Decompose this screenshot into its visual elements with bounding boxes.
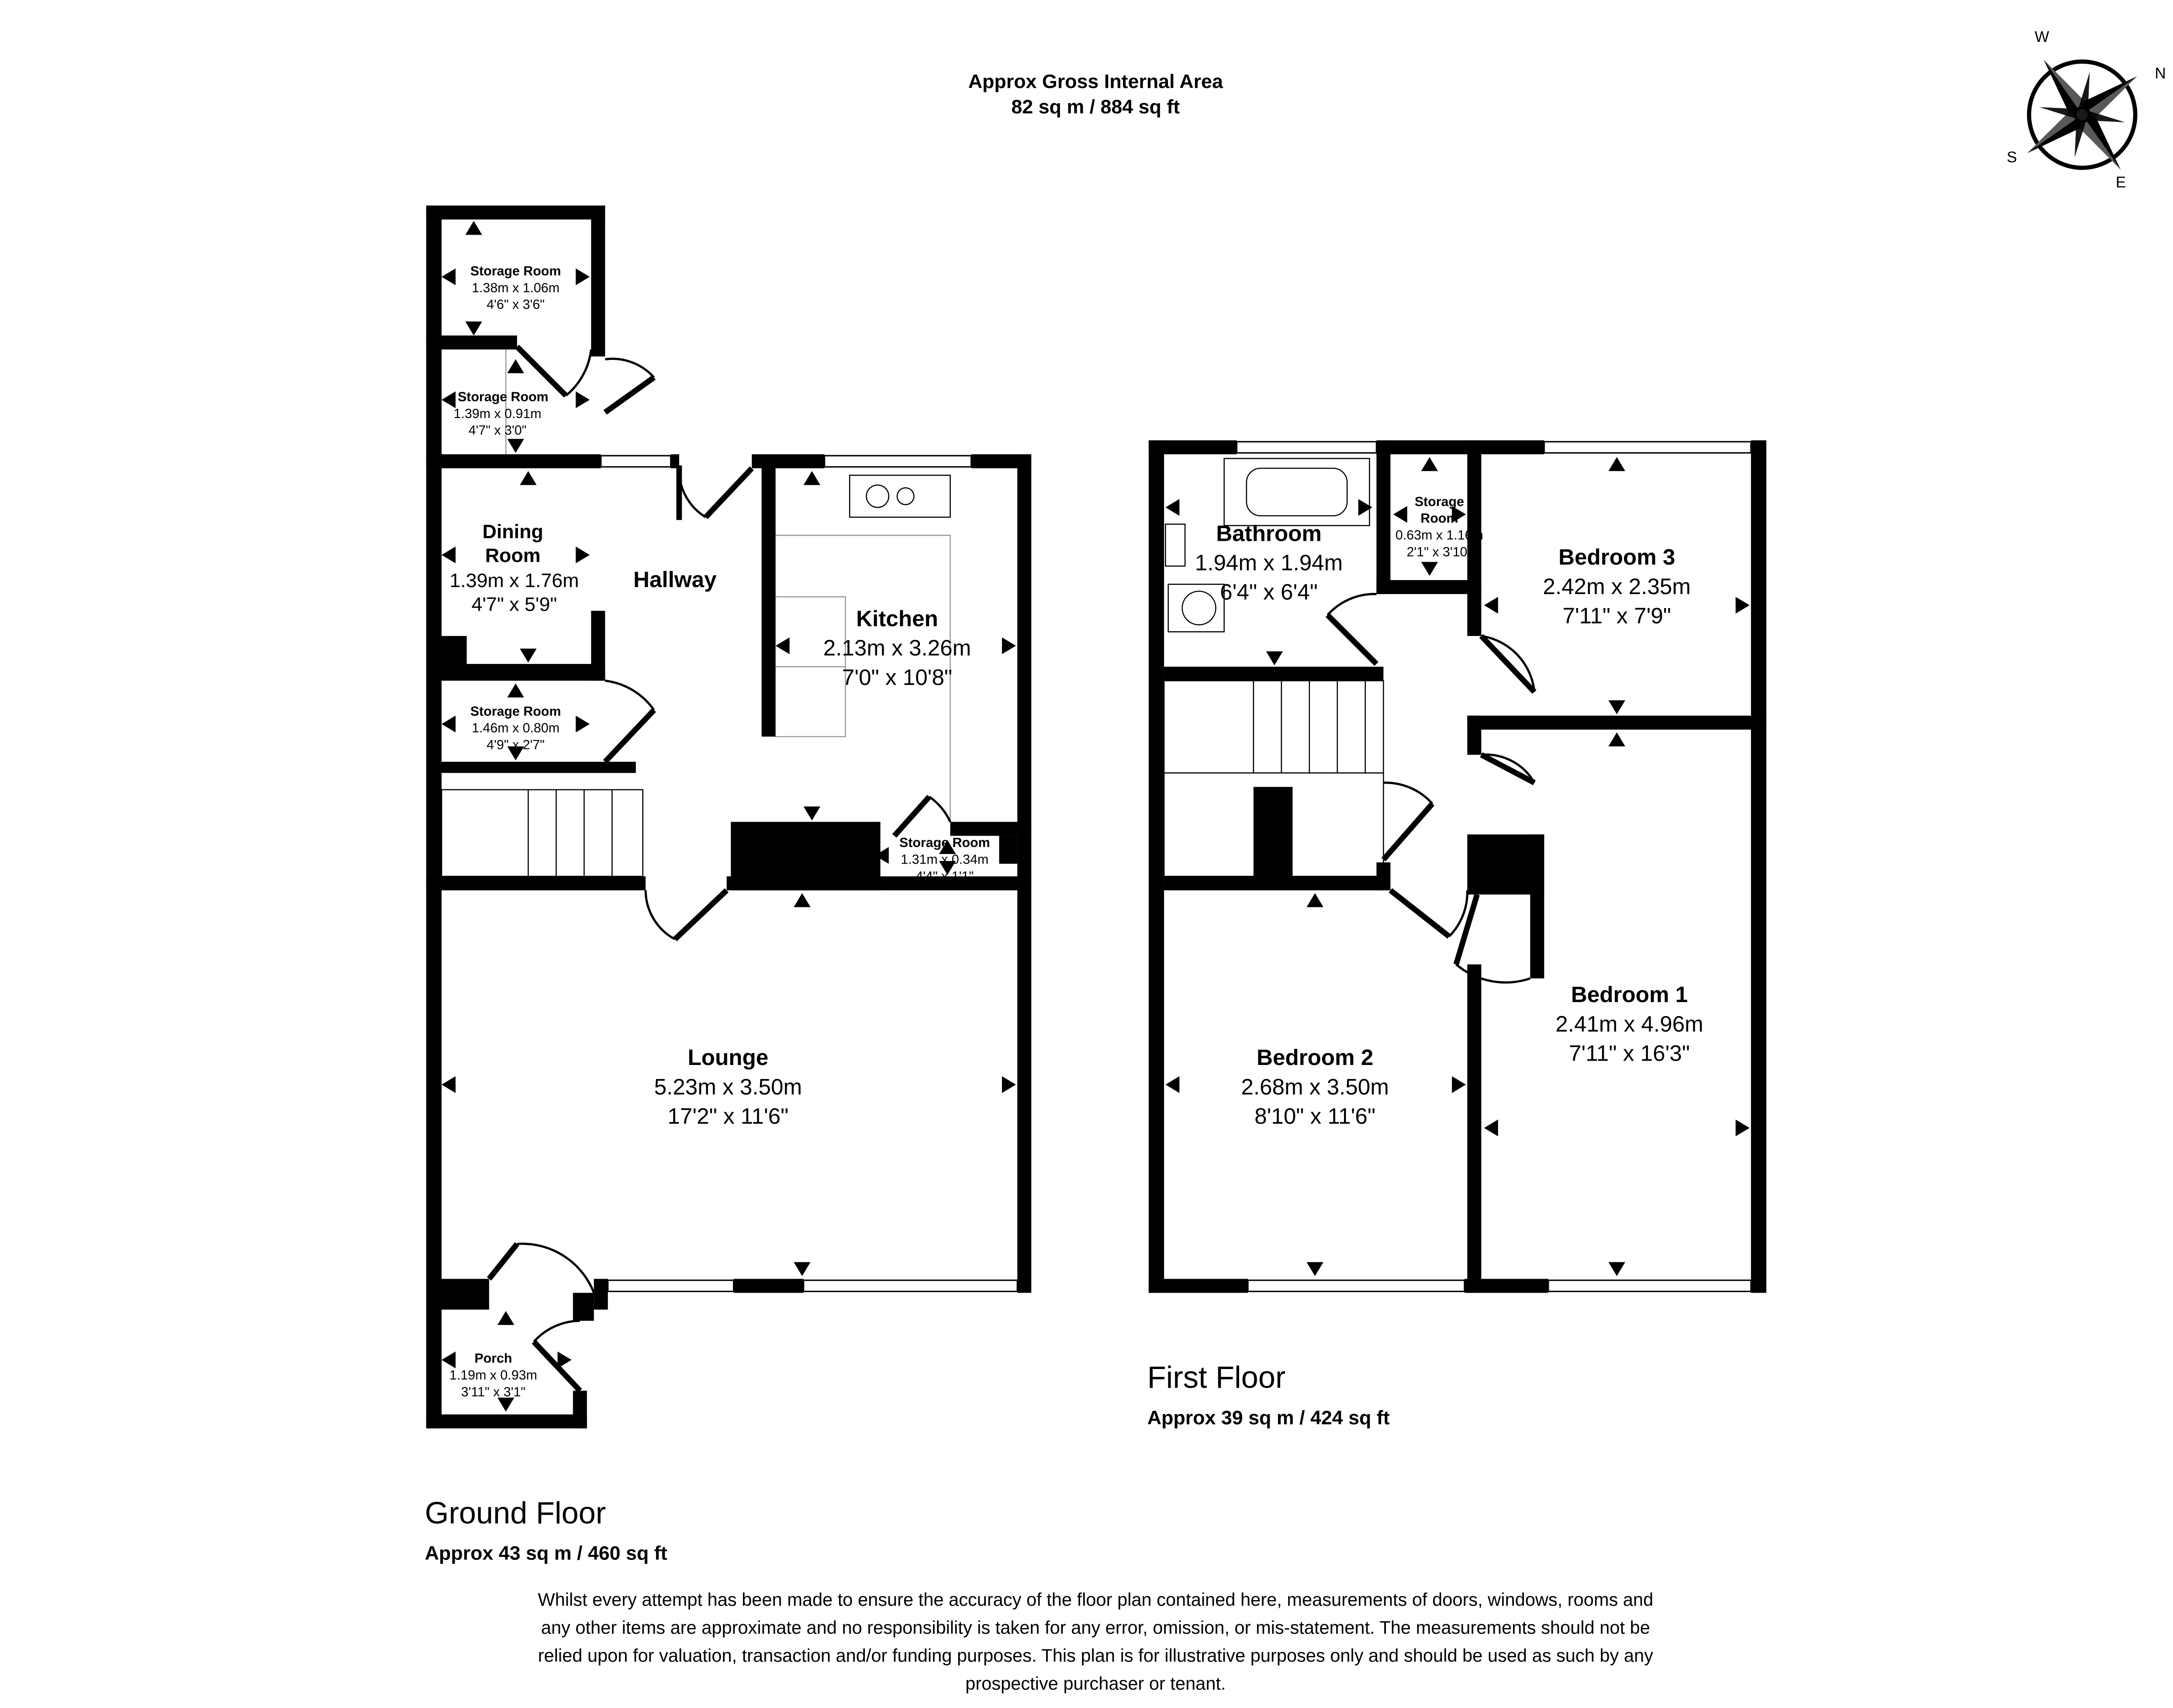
compass-w: W [2035, 28, 2049, 45]
first-floor-doors [1325, 593, 1537, 984]
svg-text:Lounge: Lounge [687, 1045, 768, 1070]
svg-text:Room: Room [485, 544, 541, 566]
svg-text:Kitchen: Kitchen [856, 606, 938, 631]
compass-rose-icon [2027, 59, 2138, 170]
first-floor-label: First Floor [1147, 1360, 1286, 1394]
room-bedroom-3: Bedroom 3 2.42m x 2.35m 7'11" x 7'9" [1543, 545, 1690, 628]
svg-text:7'11" x 16'3": 7'11" x 16'3" [1569, 1041, 1690, 1066]
svg-text:1.39m x 1.76m: 1.39m x 1.76m [449, 570, 579, 591]
svg-text:4'7" x 5'9": 4'7" x 5'9" [471, 593, 557, 615]
svg-text:Bedroom 2: Bedroom 2 [1257, 1045, 1373, 1070]
room-bedroom-2: Bedroom 2 2.68m x 3.50m 8'10" x 11'6" [1241, 1045, 1389, 1128]
room-bedroom-1: Bedroom 1 2.41m x 4.96m 7'11" x 16'3" [1555, 982, 1703, 1065]
svg-text:4'7" x 3'0": 4'7" x 3'0" [469, 423, 527, 438]
svg-text:Storage Room: Storage Room [470, 704, 561, 719]
svg-text:Room: Room [1420, 511, 1458, 526]
svg-text:2.42m x 2.35m: 2.42m x 2.35m [1543, 574, 1690, 599]
svg-text:1.19m x 0.93m: 1.19m x 0.93m [449, 1368, 537, 1383]
svg-text:any other items are approximat: any other items are approximate and no r… [541, 1617, 1650, 1638]
ground-floor-area: Approx 43 sq m / 460 sq ft [425, 1542, 667, 1564]
svg-text:2'1" x 3'10": 2'1" x 3'10" [1406, 545, 1472, 560]
basin-icon [1164, 523, 1186, 567]
gross-area-title: Approx Gross Internal Area [968, 71, 1223, 93]
svg-text:2.41m x 4.96m: 2.41m x 4.96m [1555, 1011, 1703, 1036]
svg-text:7'0" x 10'8": 7'0" x 10'8" [842, 665, 952, 690]
room-kitchen: Kitchen 2.13m x 3.26m 7'0" x 10'8" [823, 606, 971, 690]
svg-text:1.39m x 0.91m: 1.39m x 0.91m [454, 406, 542, 421]
svg-text:Storage Room: Storage Room [899, 835, 990, 850]
svg-text:Storage Room: Storage Room [458, 389, 549, 404]
svg-text:Bedroom 3: Bedroom 3 [1558, 545, 1675, 570]
svg-text:8'10" x 11'6": 8'10" x 11'6" [1254, 1103, 1375, 1128]
svg-text:3'11" x 3'1": 3'11" x 3'1" [461, 1384, 525, 1399]
room-storage-room-5: Storage Room 0.63m x 1.16m 2'1" x 3'10" [1396, 494, 1483, 559]
room-storage-room-4: Storage Room 1.31m x 0.34m 4'4" x 1'1" [899, 835, 990, 884]
svg-text:1.94m x 1.94m: 1.94m x 1.94m [1195, 550, 1343, 575]
svg-text:Storage Room: Storage Room [470, 263, 561, 278]
room-dining-room: Dining Room 1.39m x 1.76m 4'7" x 5'9" [449, 521, 579, 615]
bath-icon [1223, 458, 1370, 526]
svg-text:relied upon for valuation, tra: relied upon for valuation, transaction a… [538, 1645, 1653, 1666]
svg-text:Bedroom 1: Bedroom 1 [1571, 982, 1688, 1007]
disclaimer: Whilst every attempt has been made to en… [538, 1589, 1653, 1694]
svg-text:4'4" x 1'1": 4'4" x 1'1" [915, 869, 974, 884]
room-lounge: Lounge 5.23m x 3.50m 17'2" x 11'6" [654, 1045, 802, 1128]
sink-icon [849, 474, 951, 518]
svg-text:1.31m x 0.34m: 1.31m x 0.34m [901, 852, 988, 867]
svg-text:1.46m x 0.80m: 1.46m x 0.80m [472, 721, 560, 736]
first-floor-area: Approx 39 sq m / 424 sq ft [1147, 1407, 1390, 1428]
compass-e: E [2116, 174, 2126, 191]
svg-text:0.63m x 1.16m: 0.63m x 1.16m [1396, 528, 1483, 543]
svg-text:6'4" x 6'4": 6'4" x 6'4" [1220, 580, 1318, 605]
svg-text:Whilst every attempt has been: Whilst every attempt has been made to en… [538, 1589, 1653, 1610]
svg-text:2.68m x 3.50m: 2.68m x 3.50m [1241, 1074, 1389, 1099]
svg-text:Storage: Storage [1415, 494, 1464, 509]
svg-text:17'2" x 11'6": 17'2" x 11'6" [667, 1103, 788, 1128]
ground-floor-label: Ground Floor [425, 1495, 606, 1530]
ground-floor-doors [487, 345, 951, 1393]
room-porch: Porch 1.19m x 0.93m 3'11" x 3'1" [449, 1351, 537, 1400]
svg-text:2.13m x 3.26m: 2.13m x 3.26m [823, 636, 971, 660]
room-bathroom: Bathroom 1.94m x 1.94m 6'4" x 6'4" [1195, 521, 1343, 604]
svg-text:Dining: Dining [483, 521, 543, 543]
svg-text:5.23m x 3.50m: 5.23m x 3.50m [654, 1074, 802, 1099]
svg-text:1.38m x 1.06m: 1.38m x 1.06m [472, 280, 560, 295]
compass-n: N [2155, 65, 2166, 82]
room-storage-room-2: Storage Room 1.39m x 0.91m 4'7" x 3'0" [454, 389, 549, 438]
room-storage-room-1: Storage Room 1.38m x 1.06m 4'6" x 3'6" [470, 263, 561, 312]
room-hallway: Hallway [633, 567, 717, 592]
svg-text:Bathroom: Bathroom [1216, 521, 1322, 546]
svg-text:Porch: Porch [474, 1351, 512, 1366]
svg-text:7'11" x 7'9": 7'11" x 7'9" [1562, 603, 1671, 628]
svg-text:prospective purchaser or tenan: prospective purchaser or tenant. [965, 1673, 1226, 1694]
gross-area-value: 82 sq m / 884 sq ft [1011, 96, 1180, 118]
compass-s: S [2007, 149, 2017, 166]
ground-floor-walls [426, 205, 1032, 1428]
room-storage-room-3: Storage Room 1.46m x 0.80m 4'9" x 2'7" [470, 704, 561, 752]
first-floor-walls [1148, 440, 1766, 1293]
toilet-icon [1168, 584, 1225, 633]
svg-text:4'6" x 3'6": 4'6" x 3'6" [487, 297, 545, 312]
svg-text:4'9" x 2'7": 4'9" x 2'7" [487, 737, 545, 752]
